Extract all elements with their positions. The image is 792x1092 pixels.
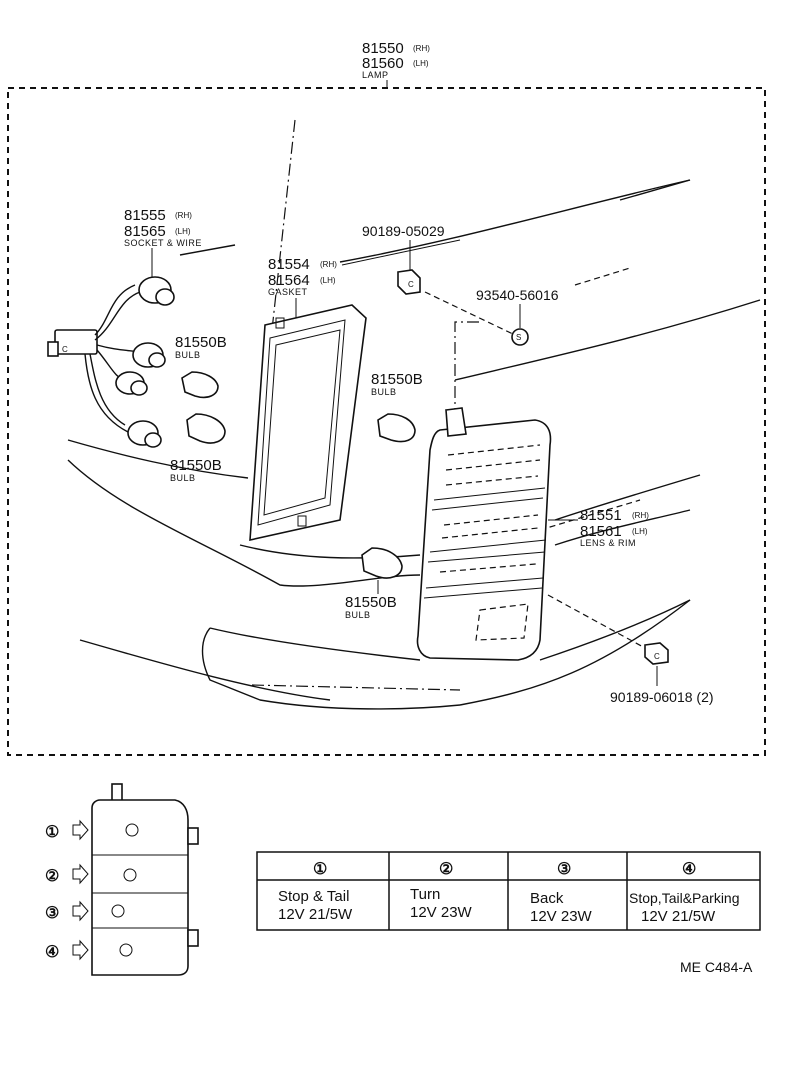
lamp-name: LAMP — [362, 70, 389, 80]
bulb-b-name: BULB — [170, 473, 196, 483]
clip-bottom-callout: C 90189-06018 (2) — [547, 594, 714, 705]
socket-wire-callout: 81555 (RH) 81565 (LH) SOCKET & WIRE — [124, 207, 202, 280]
lamp-pn-lh: 81560 — [362, 55, 404, 72]
lamp-pn-rh: 81550 — [362, 40, 404, 57]
lamp-sfx-lh: (LH) — [413, 59, 429, 68]
table-rating-1: 12V 21/5W — [278, 906, 353, 923]
lamp-sfx-rh: (RH) — [413, 44, 430, 53]
socket-pn-rh: 81555 — [124, 207, 166, 224]
gasket-sfx-lh: (LH) — [320, 276, 336, 285]
callout-lamp: 81550 (RH) 81560 (LH) LAMP — [362, 40, 430, 88]
lens-sfx-lh: (LH) — [632, 527, 648, 536]
bulb-d-name: BULB — [345, 610, 371, 620]
socket-name: SOCKET & WIRE — [124, 238, 202, 248]
drawing-code: ME C484-A — [680, 959, 753, 975]
socket-sfx-rh: (RH) — [175, 211, 192, 220]
socket-pn-lh: 81565 — [124, 223, 166, 240]
gasket-callout: 81554 (RH) 81564 (LH) GASKET — [268, 239, 461, 318]
lamp-position-legend: ① ② ③ ④ — [45, 783, 199, 976]
table-rating-4: 12V 21/5W — [641, 908, 716, 925]
table-function-4: Stop,Tail&Parking — [629, 890, 740, 906]
table-header-2: ② — [439, 861, 453, 878]
gasket-pn-lh: 81564 — [268, 272, 310, 289]
screw-pn: 93540-56016 — [476, 287, 559, 303]
table-header-4: ④ — [682, 861, 696, 878]
screw-callout: 93540-56016 S — [424, 267, 641, 531]
assembly-frame — [7, 87, 766, 756]
gasket-name: GASKET — [268, 287, 308, 297]
legend-marker-4: ④ — [45, 944, 59, 961]
bulb-c: 81550B BULB — [371, 371, 423, 443]
lens-rim-part — [416, 407, 552, 661]
clip-bottom-mark: C — [654, 652, 660, 661]
lens-pn-lh: 81561 — [580, 523, 622, 540]
legend-marker-1: ① — [45, 824, 59, 841]
table-function-1: Stop & Tail — [278, 888, 349, 905]
gasket-sfx-rh: (RH) — [320, 260, 337, 269]
lens-pn-rh: 81551 — [580, 507, 622, 524]
legend-marker-3: ③ — [45, 905, 59, 922]
clip-top-callout: 90189-05029 C — [362, 223, 445, 295]
table-function-2: Turn — [410, 886, 440, 903]
bulb-b: 81550B BULB — [170, 413, 226, 483]
socket-wire-assembly: C — [47, 276, 175, 448]
clip-top-mark: C — [408, 280, 414, 289]
table-function-3: Back — [530, 890, 564, 907]
connector-clip-mark: C — [62, 345, 68, 354]
lens-sfx-rh: (RH) — [632, 511, 649, 520]
bulb-c-pn: 81550B — [371, 371, 423, 388]
vehicle-body-outline — [67, 119, 761, 710]
socket-sfx-lh: (LH) — [175, 227, 191, 236]
bulb-a-pn: 81550B — [175, 334, 227, 351]
screw-mark: S — [516, 333, 521, 342]
clip-top-pn: 90189-05029 — [362, 223, 445, 239]
bulb-c-name: BULB — [371, 387, 397, 397]
gasket-part — [249, 304, 367, 542]
bulb-d: 81550B BULB — [345, 547, 403, 620]
lens-name: LENS & RIM — [580, 538, 636, 548]
gasket-pn-rh: 81554 — [268, 256, 310, 273]
legend-marker-2: ② — [45, 868, 59, 885]
bulb-b-pn: 81550B — [170, 457, 222, 474]
table-rating-3: 12V 23W — [530, 908, 593, 925]
bulb-d-pn: 81550B — [345, 594, 397, 611]
table-header-3: ③ — [557, 861, 571, 878]
table-header-1: ① — [313, 861, 327, 878]
bulb-a: 81550B BULB — [175, 334, 227, 399]
table-rating-2: 12V 23W — [410, 904, 473, 921]
bulb-spec-table: ① ② ③ ④ Stop & Tail Turn Back Stop,Tail&… — [256, 851, 761, 931]
bulb-a-name: BULB — [175, 350, 201, 360]
clip-bottom-pn: 90189-06018 (2) — [610, 689, 714, 705]
lens-callout: 81551 (RH) 81561 (LH) LENS & RIM — [548, 507, 649, 548]
